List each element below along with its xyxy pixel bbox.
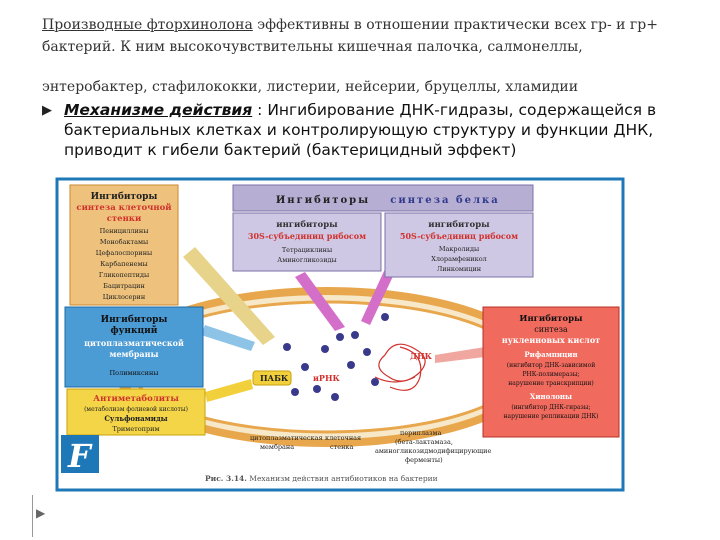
svg-text:50S-субъединиц рибосом: 50S-субъединиц рибосом (400, 231, 518, 241)
svg-text:Ингибиторы: Ингибиторы (101, 314, 168, 325)
mechanism-title: Механизме действия (64, 101, 253, 119)
svg-text:Хинолоны: Хинолоны (530, 392, 572, 401)
intro-line3: энтеробактер, стафилококки, листерии, не… (42, 79, 579, 95)
svg-text:30S-субъединиц рибосом: 30S-субъединиц рибосом (248, 231, 366, 241)
svg-text:стенки: стенки (107, 214, 142, 224)
pabk-box (252, 370, 292, 386)
slide-arrow-icon: ▶ (36, 506, 46, 520)
dna-strand (374, 343, 426, 391)
svg-text:Ингибиторы: Ингибиторы (91, 191, 158, 202)
svg-text:Тетрациклины: Тетрациклины (282, 246, 332, 254)
svg-text:ингибиторы: ингибиторы (428, 219, 490, 230)
svg-text:нуклеиновых кислот: нуклеиновых кислот (502, 335, 600, 345)
intro-paragraph: Производные фторхинолона эффективны в от… (42, 14, 682, 98)
antimetabolites-box: Антиметаболиты (метаболизм фолиевой кисл… (66, 388, 206, 436)
antibiotic-mechanism-figure: ДНК ПАБК иРНК Ингибиторы синтеза клеточн… (55, 177, 625, 492)
svg-text:синтеза белка: синтеза белка (390, 195, 500, 206)
dna-label: ДНК (410, 351, 433, 361)
svg-text:Макролиды: Макролиды (439, 245, 479, 253)
svg-text:периплазма: периплазма (400, 429, 442, 437)
svg-text:нарушение репликации ДНК): нарушение репликации ДНК) (504, 413, 599, 420)
svg-text:Линкомицин: Линкомицин (437, 265, 481, 273)
svg-text:Ингибиторы: Ингибиторы (519, 313, 583, 324)
arrow-membrane (201, 325, 255, 351)
svg-text:цитоплазматическая: цитоплазматическая (250, 434, 323, 442)
svg-text:ферменты): ферменты) (405, 456, 443, 464)
svg-text:клеточная: клеточная (325, 434, 361, 442)
svg-text:Рифампицин: Рифампицин (524, 350, 577, 359)
protein-synthesis-box: Ингибиторы синтеза белка ингибиторы 30S-… (232, 184, 534, 278)
svg-text:Хлорамфеникол: Хлорамфеникол (431, 255, 486, 263)
arrow-50s (361, 269, 395, 325)
intro-line2: бактерий. К ним высокочувствительны кише… (42, 39, 583, 55)
svg-text:мембрана: мембрана (260, 443, 294, 451)
bottom-labels: цитоплазматическая мембрана клеточная ст… (250, 429, 491, 464)
membrane-inhibitors-box: Ингибиторы функций цитоплазматической ме… (64, 306, 204, 388)
svg-text:Ингибиторы: Ингибиторы (276, 195, 370, 206)
svg-text:синтеза: синтеза (534, 325, 568, 334)
svg-text:Гликопептиды: Гликопептиды (99, 271, 149, 279)
intro-subject: Производные фторхинолона (42, 17, 253, 33)
arrow-cell-wall (183, 247, 275, 345)
slide-left-rule (32, 495, 720, 537)
svg-text:(бета-лактамаза,: (бета-лактамаза, (395, 438, 453, 446)
mechanism-text: Ингибирование ДНК-гидразы, содержащейся … (64, 101, 657, 159)
arrow-nucleic (435, 347, 485, 363)
svg-text:аминогликозидмодифицирующие: аминогликозидмодифицирующие (375, 447, 491, 455)
svg-text:(ингибитор ДНК-гиразы;: (ингибитор ДНК-гиразы; (511, 404, 590, 411)
logo-f: F (61, 435, 99, 475)
inhibition-arrows (183, 247, 485, 402)
arrow-30s (295, 272, 345, 331)
svg-text:ингибиторы: ингибиторы (276, 219, 338, 230)
intro-line1: эффективны в отношении практически всех … (252, 17, 658, 33)
pabk-label: ПАБК (260, 373, 289, 383)
ribo30-box (232, 212, 382, 272)
mechanism-paragraph: Механизме действия : Ингибирование ДНК-г… (64, 101, 657, 159)
svg-text:Цефалоспорины: Цефалоспорины (96, 249, 152, 257)
nucleic-acid-inhibitors-box: Ингибиторы синтеза нуклеиновых кислот Ри… (482, 306, 620, 438)
ribosomes (283, 313, 389, 401)
svg-text:Пенициллины: Пенициллины (100, 227, 149, 235)
svg-text:(метаболизм фолиевой кислоты): (метаболизм фолиевой кислоты) (84, 406, 188, 413)
arrow-antimetab (205, 379, 253, 402)
svg-text:F: F (67, 437, 93, 475)
svg-text:мембраны: мембраны (110, 349, 159, 359)
svg-text:(ингибитор ДНК-зависимой: (ингибитор ДНК-зависимой (507, 362, 595, 369)
svg-text:Монобактамы: Монобактамы (100, 238, 148, 246)
svg-text:РНК-полимеразы;: РНК-полимеразы; (522, 371, 579, 378)
cell-wall-inhibitors-box: Ингибиторы синтеза клеточной стенки Пени… (69, 184, 179, 306)
bullet-arrow-icon: ▶ (42, 103, 52, 118)
mrna-label: иРНК (313, 373, 341, 383)
svg-text:Бацитрацин: Бацитрацин (103, 282, 145, 290)
svg-text:Антиметаболиты: Антиметаболиты (93, 393, 179, 404)
svg-text:Аминогликозиды: Аминогликозиды (277, 256, 336, 264)
figure-caption: Рис. 3.14. Механизм действия антибиотико… (205, 474, 438, 483)
svg-text:функций: функций (111, 325, 158, 336)
svg-text:Триметоприм: Триметоприм (112, 425, 159, 433)
svg-text:синтеза клеточной: синтеза клеточной (76, 202, 172, 213)
svg-text:Полимиксины: Полимиксины (110, 369, 159, 377)
svg-text:стенка: стенка (330, 443, 353, 451)
svg-text:цитоплазматической: цитоплазматической (84, 338, 184, 348)
ribo50-box (384, 212, 534, 278)
svg-text:Циклосерин: Циклосерин (103, 293, 145, 301)
svg-text:нарушение транскрипции): нарушение транскрипции) (508, 380, 593, 387)
svg-text:Карбапенемы: Карбапенемы (100, 260, 147, 268)
svg-text:Сульфонамиды: Сульфонамиды (104, 414, 167, 423)
